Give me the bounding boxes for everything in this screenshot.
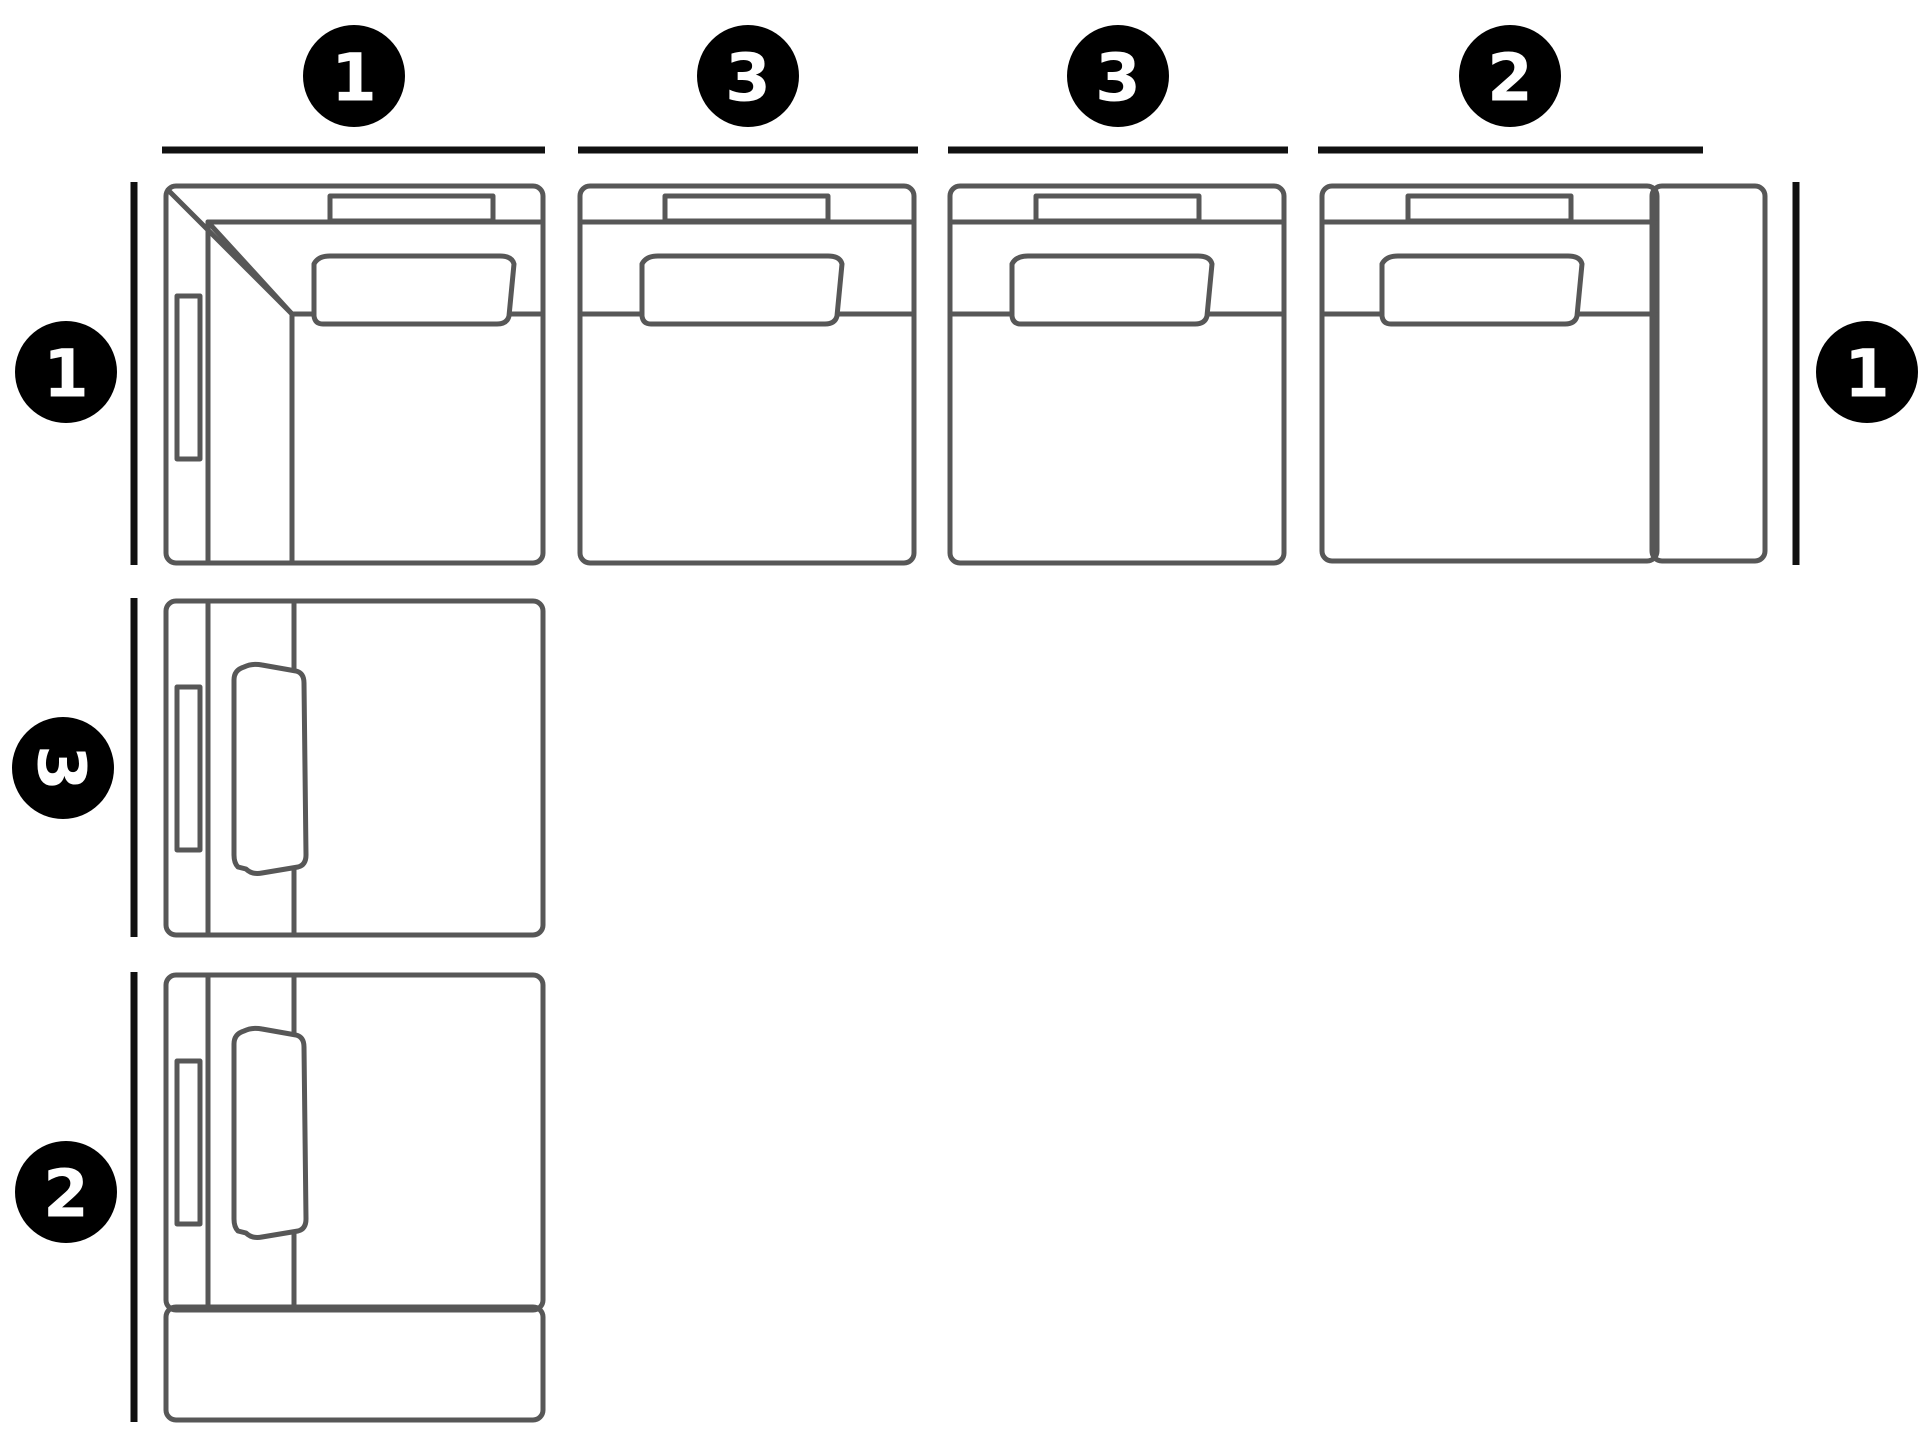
arm-chair-top-back-cushion	[1405, 193, 1574, 224]
top-badge-1: 1	[303, 25, 405, 127]
armless-chair-module-left	[163, 598, 546, 938]
top-badge-2: 3	[697, 25, 799, 127]
armless-chair-module-2	[947, 183, 1287, 566]
armless-chair-2-frame	[947, 183, 1287, 566]
arm-chair-bottom-frame	[163, 972, 546, 1313]
armless-chair-left-frame	[163, 598, 546, 938]
armless-chair-left-pillow	[231, 661, 309, 876]
arm-chair-bottom-back-cushion	[174, 1058, 203, 1227]
top-badge-1-text: 1	[331, 40, 377, 117]
top-badge-2-text: 3	[725, 40, 771, 117]
left-badge-1-text: 1	[43, 336, 89, 413]
top-badge-3: 3	[1067, 25, 1169, 127]
arm-chair-bottom-pillow	[231, 1025, 309, 1240]
left-badge-3: 2	[15, 1141, 117, 1243]
armless-chair-1-frame	[577, 183, 917, 566]
top-badge-4: 2	[1459, 25, 1561, 127]
right-badge-1: 1	[1816, 321, 1918, 423]
arm-chair-top-arm	[1649, 183, 1768, 564]
left-badge-2-text: 3	[23, 745, 100, 791]
armless-chair-module-1	[577, 183, 917, 566]
arm-chair-module-bottom	[163, 972, 546, 1423]
armless-chair-left-back-cushion	[174, 684, 203, 853]
top-badge-4-text: 2	[1487, 40, 1533, 117]
dimension-rules	[130, 146, 1800, 1422]
left-badge-3-text: 2	[43, 1156, 89, 1233]
arm-chair-top-pillow	[1379, 253, 1585, 327]
armless-chair-2-pillow	[1009, 253, 1215, 327]
arm-chair-bottom-arm	[163, 1304, 546, 1423]
corner-pillow	[311, 253, 517, 327]
corner-module-frame	[163, 183, 546, 566]
right-badge-1-text: 1	[1844, 336, 1890, 413]
armless-chair-1-back-cushion	[662, 193, 831, 224]
left-badge-2: 3	[12, 717, 114, 819]
corner-side-cushion	[174, 293, 203, 462]
corner-back-cushion	[327, 193, 496, 224]
left-badge-1: 1	[15, 321, 117, 423]
corner-module	[163, 183, 546, 566]
arm-chair-module-top	[1319, 183, 1768, 564]
armless-chair-1-pillow	[639, 253, 845, 327]
top-badge-3-text: 3	[1095, 40, 1141, 117]
armless-chair-2-back-cushion	[1033, 193, 1202, 224]
arm-chair-top-frame	[1319, 183, 1660, 564]
